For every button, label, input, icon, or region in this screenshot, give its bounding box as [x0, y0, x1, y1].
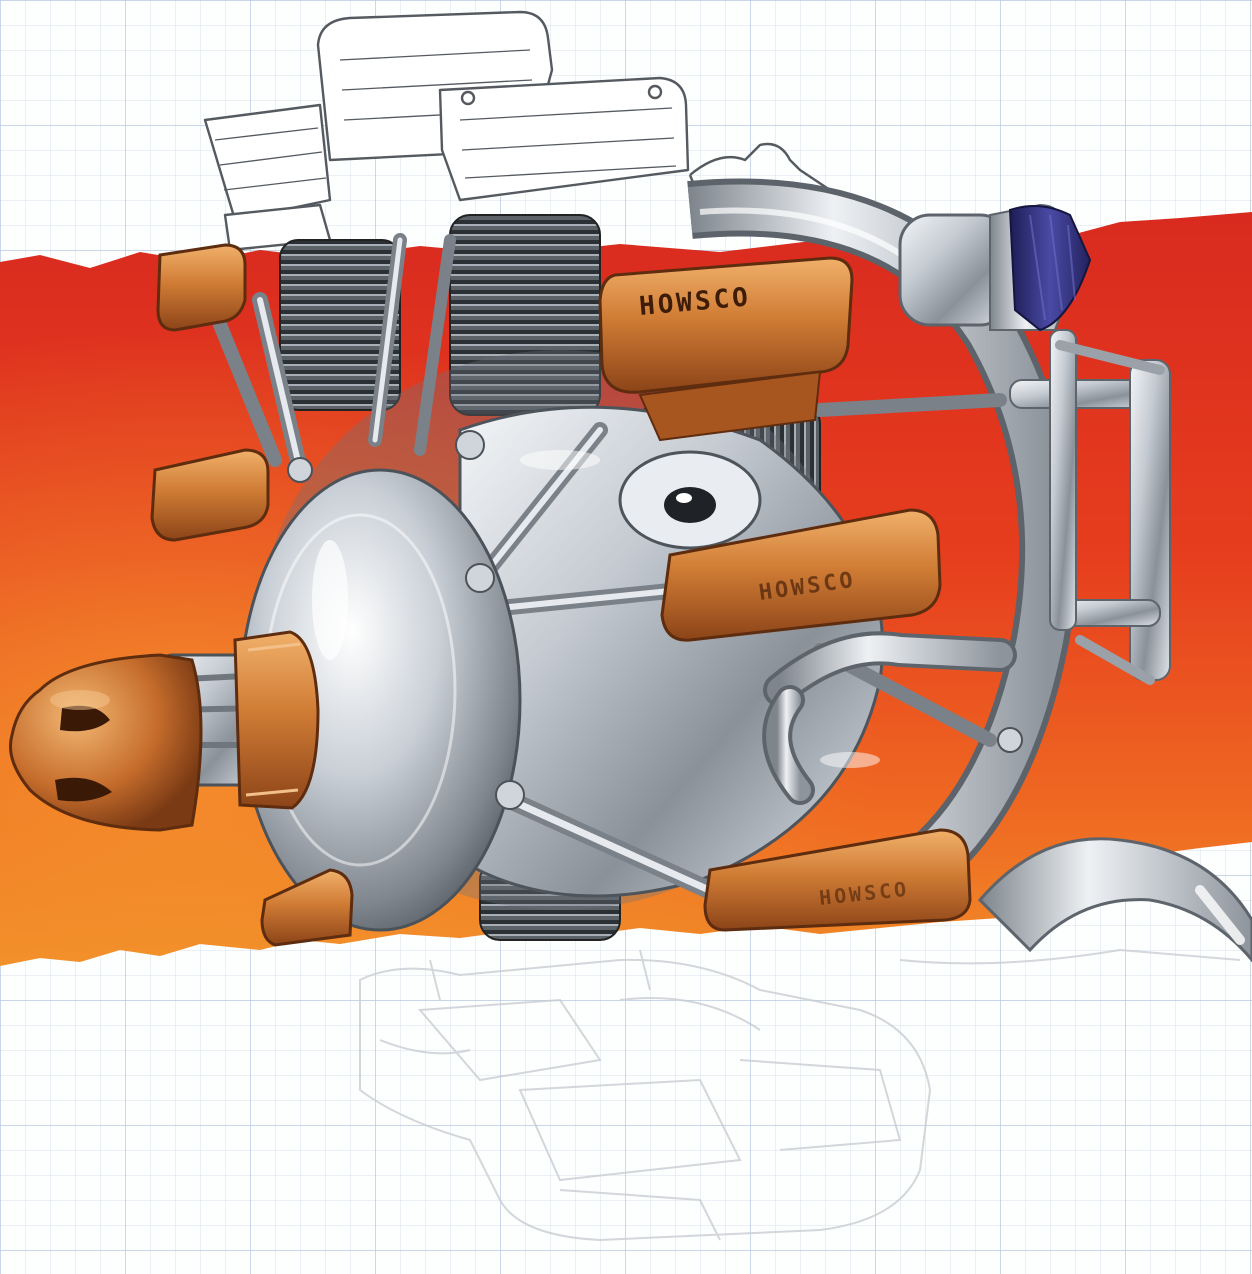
rocker-cover-lower-left — [260, 868, 354, 947]
exhaust-outlet-pipe — [977, 837, 1252, 963]
sketched-cylinder-heads — [203, 10, 832, 252]
intake-pipes — [762, 631, 1017, 805]
air-filter — [898, 203, 1092, 332]
rocker-cover-top: HOWSCO — [598, 256, 854, 442]
rocker-covers: HOWSCO HOWSCO HOWSCO — [150, 243, 972, 947]
chrome-highlights — [312, 450, 880, 768]
rocker-cover-left — [150, 448, 270, 542]
rocker-cover-bottom: HOWSCO — [703, 828, 972, 932]
rocker-cover-middle: HOWSCO — [660, 508, 942, 642]
faded-engine-sketch — [359, 948, 1241, 1242]
propeller-hub — [9, 630, 320, 832]
rocker-cover-upper-left — [156, 243, 247, 332]
rear-mount-frame — [1009, 329, 1171, 685]
